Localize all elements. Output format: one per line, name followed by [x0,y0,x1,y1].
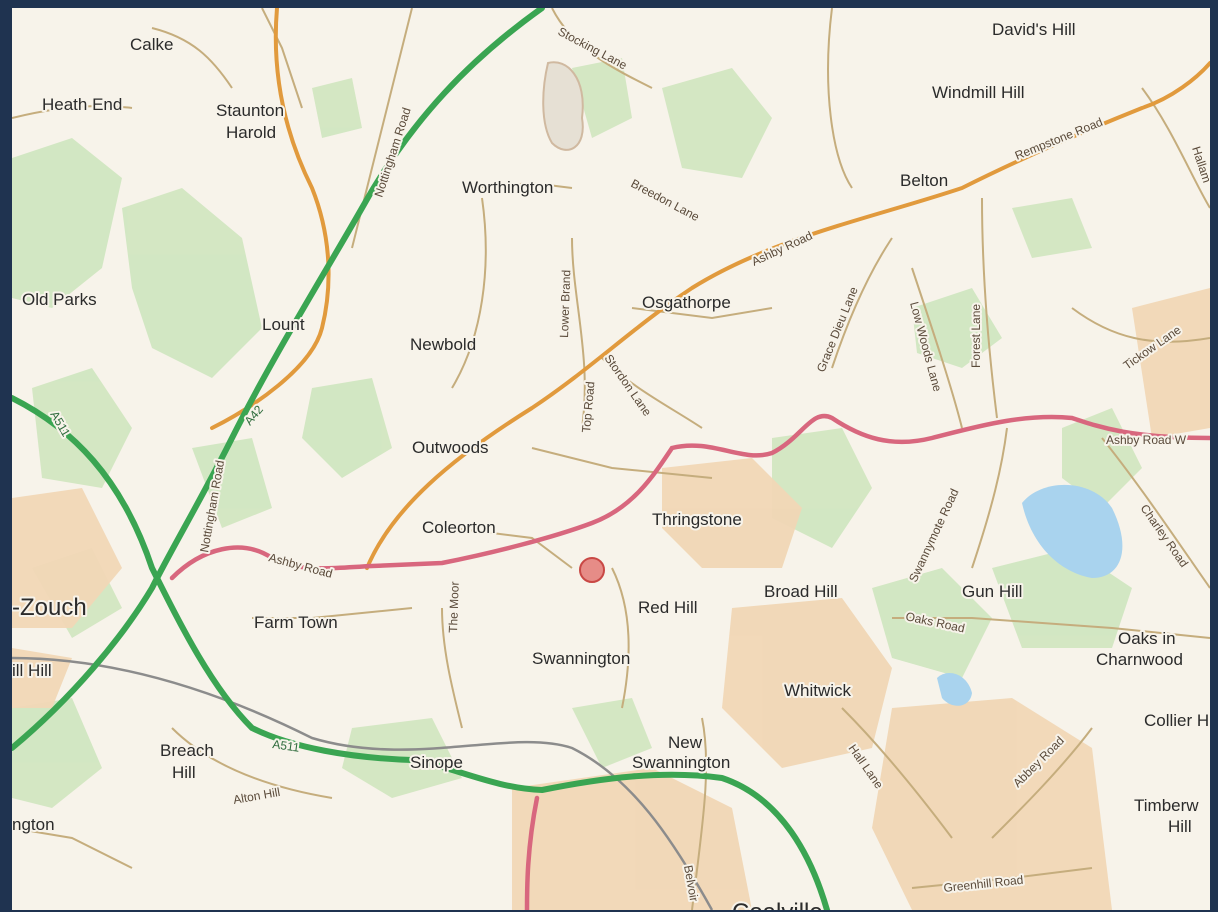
place-label-calke: Calke [130,35,173,54]
place-label-farm-town: Farm Town [254,613,338,632]
map-canvas[interactable]: Stocking Lane Nottingham Road Rempstone … [12,8,1210,910]
road-label-rempstone-road: Rempstone Road [1013,115,1105,163]
place-label-sinope: Sinope [410,753,463,772]
place-label-windmill-hill: Windmill Hill [932,83,1025,102]
road-label-ashby-road-ne: Ashby Road [749,228,814,268]
minor-roads [12,8,1210,910]
place-label-belton: Belton [900,171,948,190]
place-label-outwoods: Outwoods [412,438,489,457]
road-labels: Stocking Lane Nottingham Road Rempstone … [45,22,1210,904]
map-svg: Stocking Lane Nottingham Road Rempstone … [12,8,1210,910]
place-labels: Calke Heath End Staunton Harold David's … [12,18,1210,910]
road-label-hallam: Hallam [1189,145,1210,185]
road-label-the-moor: The Moor [446,581,462,633]
road-label-top-road: Top Road [579,381,597,433]
place-label-harold: Harold [226,123,276,142]
location-circle-icon[interactable] [579,557,605,583]
place-label-worthington: Worthington [462,178,553,197]
place-label-charnwood: Charnwood [1096,650,1183,669]
railway-line [12,656,714,910]
place-label-osgathorpe: Osgathorpe [642,293,731,312]
place-label-broad-hill: Broad Hill [764,582,838,601]
place-label-coalville: Coalville [732,899,823,910]
road-label-breedon-lane: Breedon Lane [629,176,702,224]
road-label-stordon-lane: Stordon Lane [602,352,655,419]
place-label-ill-hill: ill Hill [12,661,52,680]
road-label-charley-road: Charley Road [1138,502,1192,570]
place-label-thringstone: Thringstone [652,510,742,529]
place-label-timberwood-hill: Hill [1168,817,1192,836]
place-label-davids-hill: David's Hill [992,20,1076,39]
place-label-staunton: Staunton [216,101,284,120]
road-label-ashby-road-sw: Ashby Road [267,550,334,580]
road-label-alton-hill: Alton Hill [232,785,281,807]
road-label-swannymote-road: Swannymote Road [906,486,962,584]
place-label-new-swannington: Swannington [632,753,730,772]
water-bodies [542,61,1123,706]
road-label-forest-lane: Forest Lane [969,304,983,368]
place-label-timberwood: Timberw [1134,796,1199,815]
place-label-ngton: ngton [12,815,55,834]
place-label-red-hill: Red Hill [638,598,698,617]
place-label-zouch: -Zouch [12,594,87,621]
road-label-grace-dieu-lane: Grace Dieu Lane [814,284,861,374]
a-roads [169,413,1210,910]
place-label-heath-end: Heath End [42,95,122,114]
road-label-a511-south: A511 [272,737,301,755]
place-label-whitwick: Whitwick [784,681,852,700]
place-label-new: New [668,733,703,752]
road-label-ashby-road-w: Ashby Road W [1106,433,1187,447]
woodland-areas [12,58,1142,808]
urban-areas [12,288,1210,910]
place-label-newbold: Newbold [410,335,476,354]
place-label-oaks-in: Oaks in [1118,629,1176,648]
b-roads [210,8,1210,570]
place-label-breach: Breach [160,741,214,760]
road-label-lower-brand: Lower Brand [557,270,573,338]
motorways [12,8,830,910]
place-label-breach-hill: Hill [172,763,196,782]
road-label-nottingham-road-north: Nottingham Road [372,106,414,199]
place-label-gun-hill: Gun Hill [962,582,1022,601]
place-label-swannington: Swannington [532,649,630,668]
place-label-lount: Lount [262,315,305,334]
place-label-old-parks: Old Parks [22,290,97,309]
place-label-collier-hill: Collier H [1144,711,1209,730]
place-label-coleorton: Coleorton [422,518,496,537]
